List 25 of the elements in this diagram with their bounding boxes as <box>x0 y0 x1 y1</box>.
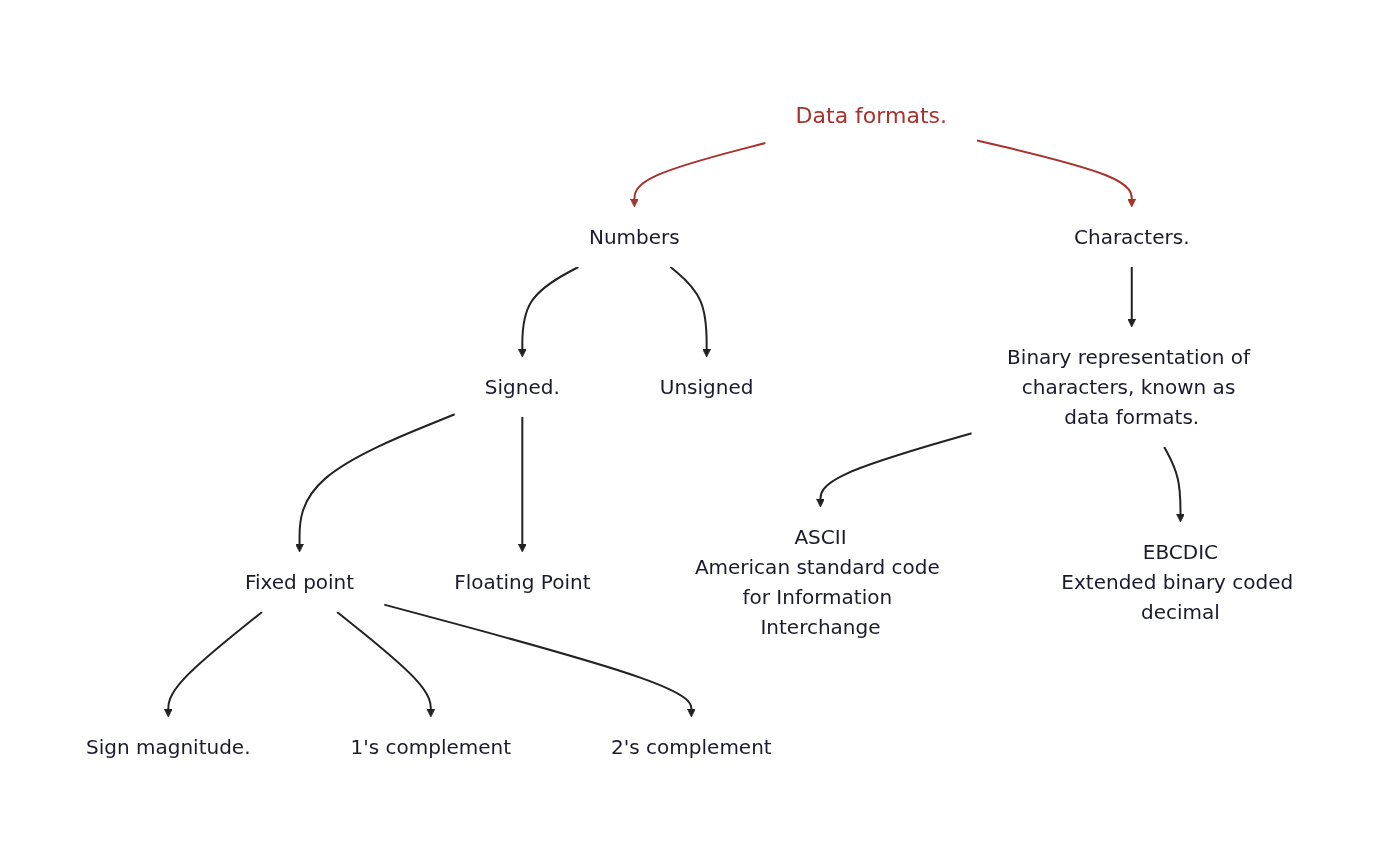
node-text: Floating Point <box>453 569 591 594</box>
node-text: 1's complement <box>350 734 511 759</box>
arrow <box>1127 265 1136 327</box>
node-text: Binary representation of characters, known as data formats. <box>1006 344 1250 429</box>
arrow <box>517 415 527 552</box>
arrow <box>815 431 973 507</box>
arrow <box>669 265 711 357</box>
arrow <box>975 138 1136 207</box>
node-text: Characters. <box>1073 224 1190 249</box>
node-text: 2's complement <box>610 734 772 759</box>
arrow <box>294 412 456 552</box>
node-text: EBCDIC Extended binary coded decimal <box>1061 539 1293 624</box>
node-text: Data formats. <box>795 102 947 128</box>
arrow <box>629 141 767 207</box>
arrow <box>1163 445 1185 522</box>
node-text: Numbers <box>588 224 680 249</box>
arrow <box>382 603 696 717</box>
node-text: Sign magnitude. <box>85 734 251 759</box>
arrow <box>163 610 263 717</box>
node-text: ASCII American standard code for Information Interchange <box>694 524 940 639</box>
arrow <box>517 265 580 357</box>
node-text: Fixed point <box>244 569 354 594</box>
node-text: Unsigned <box>659 374 754 399</box>
node-text: Signed. <box>484 374 560 399</box>
arrow <box>335 610 435 717</box>
